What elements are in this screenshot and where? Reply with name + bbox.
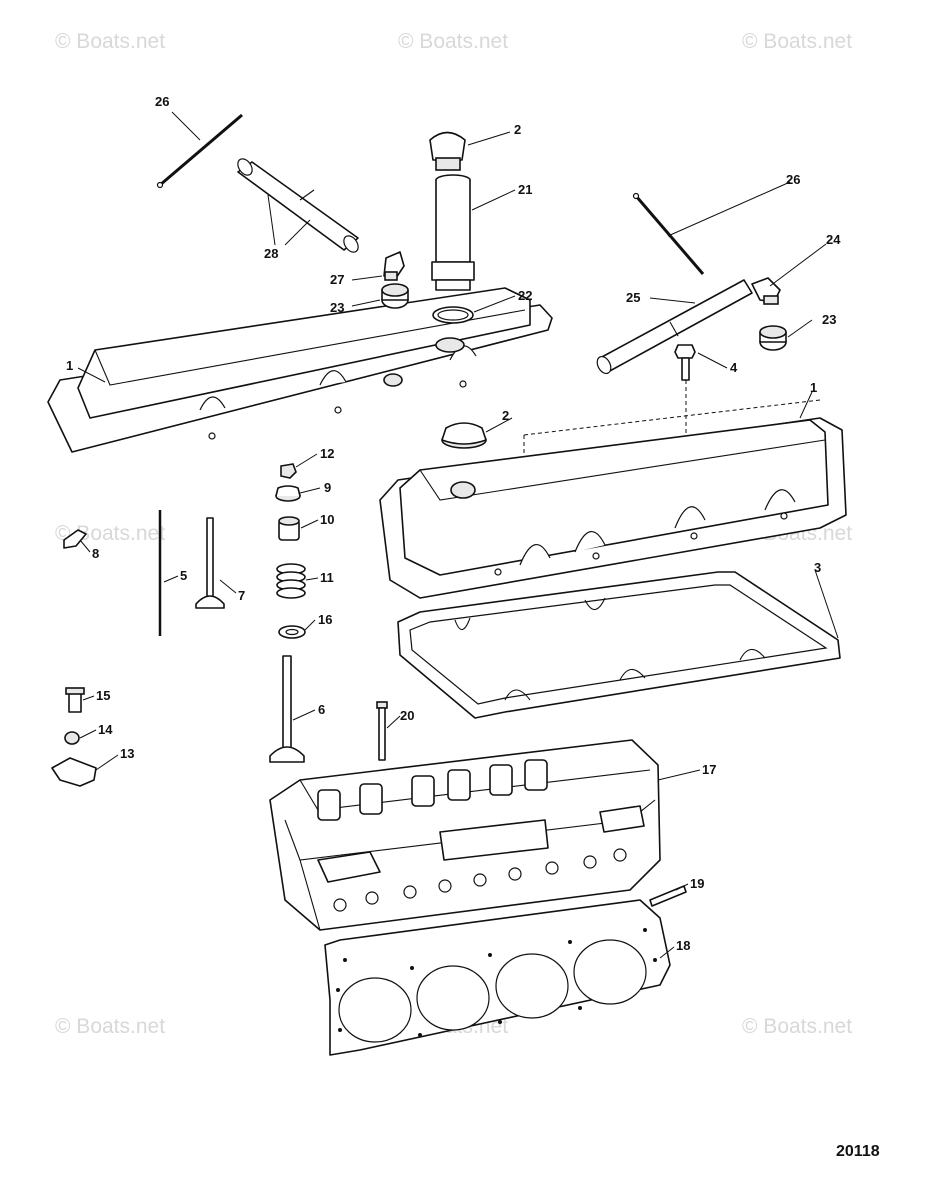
watermark-top-right: © Boats.net <box>742 30 852 53</box>
rocker-stud-nut-12 <box>280 463 297 479</box>
shim-16 <box>278 625 306 639</box>
watermark-bottom-left: © Boats.net <box>55 1015 165 1038</box>
breather-rod-26-left <box>156 113 243 189</box>
clip-8 <box>63 529 87 549</box>
callout-labels: 26 2 21 28 27 23 22 1 26 24 25 23 4 1 2 … <box>66 94 841 953</box>
valve-springs-on-head <box>317 759 548 821</box>
callout-16: 16 <box>318 612 332 627</box>
rocker-stud-15 <box>65 687 85 713</box>
valve-spring-11 <box>276 563 306 599</box>
callout-14: 14 <box>98 722 113 737</box>
callout-23-right: 23 <box>822 312 836 327</box>
hose-25 <box>596 279 753 375</box>
oil-cap-2-top <box>429 131 466 171</box>
callout-13: 13 <box>120 746 134 761</box>
oil-fill-tube-21 <box>431 174 475 291</box>
callout-18: 18 <box>676 938 690 953</box>
callout-28: 28 <box>264 246 278 261</box>
rocker-cover-right <box>379 399 847 599</box>
valve-6 <box>269 655 305 763</box>
callout-22: 22 <box>518 288 532 303</box>
pivot-ball-14 <box>64 731 80 745</box>
o-ring-22 <box>432 306 474 324</box>
callout-25: 25 <box>626 290 640 305</box>
head-gasket-18 <box>324 899 671 1056</box>
callout-2-top: 2 <box>514 122 521 137</box>
spring-cap-9 <box>275 485 301 502</box>
watermark-top-left: © Boats.net <box>55 30 165 53</box>
leader-lines <box>77 111 839 959</box>
callout-19: 19 <box>690 876 704 891</box>
exhaust-ports <box>317 805 645 883</box>
callout-3: 3 <box>814 560 821 575</box>
callout-17: 17 <box>702 762 716 777</box>
valve-seal-10 <box>278 516 300 541</box>
hose-28 <box>237 158 359 253</box>
rocker-arm-13 <box>51 757 97 787</box>
breather-rod-26-right <box>632 192 705 275</box>
callout-1-right: 1 <box>810 380 817 395</box>
watermark-top-center: © Boats.net <box>398 30 508 53</box>
head-bolt-holes <box>333 848 627 912</box>
bolt-20 <box>376 701 388 761</box>
callout-15: 15 <box>96 688 110 703</box>
oil-cap-2-right <box>441 422 487 449</box>
bolt-19 <box>649 885 687 907</box>
watermark-bottom-right: © Boats.net <box>742 1015 852 1038</box>
callout-26-right: 26 <box>786 172 800 187</box>
grommet-23-right <box>759 325 787 351</box>
callout-21: 21 <box>518 182 532 197</box>
callout-4: 4 <box>730 360 738 375</box>
elbow-fitting-27 <box>383 251 405 281</box>
callout-24: 24 <box>826 232 841 247</box>
callout-1-left: 1 <box>66 358 73 373</box>
valve-7 <box>195 517 225 609</box>
cylinder-head-17 <box>269 739 661 931</box>
callout-7: 7 <box>238 588 245 603</box>
callout-20: 20 <box>400 708 414 723</box>
callout-6: 6 <box>318 702 325 717</box>
figure-number: 20118 <box>836 1143 880 1160</box>
callout-27: 27 <box>330 272 344 287</box>
callout-9: 9 <box>324 480 331 495</box>
callout-12: 12 <box>320 446 334 461</box>
gasket-3 <box>397 571 841 719</box>
callout-23-left: 23 <box>330 300 344 315</box>
callout-11: 11 <box>320 570 334 585</box>
callout-8: 8 <box>92 546 99 561</box>
grommet-23-left <box>381 283 409 309</box>
callout-2-right: 2 <box>502 408 509 423</box>
callout-5: 5 <box>180 568 187 583</box>
callout-26-left: 26 <box>155 94 169 109</box>
callout-10: 10 <box>320 512 334 527</box>
rocker-cover-left <box>47 287 553 453</box>
